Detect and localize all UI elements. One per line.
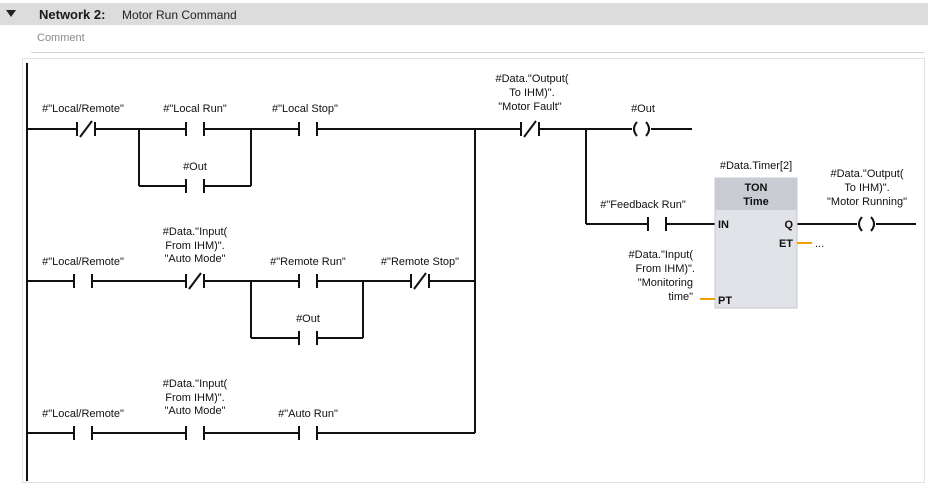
pin-q-label: Q <box>784 219 793 231</box>
label-out-seal-1: #Out <box>183 161 207 173</box>
rung-2-wires <box>27 280 475 339</box>
label-monitoring-line4: time" <box>668 291 693 303</box>
timer-block-ton[interactable]: TON Time IN Q ET PT <box>714 177 798 309</box>
network-name[interactable]: Motor Run Command <box>122 8 237 22</box>
label-remote-stop: #"Remote Stop" <box>381 256 459 268</box>
network-title: Network 2: <box>39 7 106 22</box>
label-out-seal-2: #Out <box>296 313 320 325</box>
label-auto-mode-3-line1: #Data."Input( <box>163 378 228 390</box>
contact-remote-run[interactable] <box>298 274 318 288</box>
label-motor-fault-line1: #Data."Output( <box>496 73 569 85</box>
label-local-run: #"Local Run" <box>163 103 227 115</box>
label-feedback-run: #"Feedback Run" <box>600 199 686 211</box>
label-monitoring-line1: #Data."Input( <box>629 249 694 261</box>
label-remote-run: #"Remote Run" <box>270 256 346 268</box>
label-motor-running-line2: To IHM)". <box>844 182 889 194</box>
contact-local-remote-2[interactable] <box>73 274 93 288</box>
label-monitoring-line2: From IHM)". <box>635 263 695 275</box>
contact-out-seal-2[interactable] <box>298 331 318 345</box>
label-timer-instance: #Data.Timer[2] <box>720 160 792 172</box>
contact-out-seal-1[interactable] <box>185 179 205 193</box>
label-local-remote-1: #"Local/Remote" <box>42 103 124 115</box>
comment-placeholder: Comment <box>37 32 85 44</box>
pin-in-label: IN <box>718 219 729 231</box>
coil-out[interactable] <box>633 121 650 137</box>
label-motor-fault-line2: To IHM)". <box>509 87 554 99</box>
pin-et-label: ET <box>779 238 793 250</box>
label-motor-fault-line3: "Motor Fault" <box>498 101 562 113</box>
ladder-editor-area[interactable] <box>22 58 925 483</box>
contact-nc-motor-fault[interactable] <box>520 120 540 138</box>
label-motor-running-line3: "Motor Running" <box>827 196 907 208</box>
contact-auto-mode-3[interactable] <box>185 426 205 440</box>
timer-subtype: Time <box>743 196 768 208</box>
label-auto-mode-2-line2: From IHM)". <box>165 240 225 252</box>
et-value[interactable]: ... <box>815 238 824 250</box>
timer-type: TON <box>744 182 767 194</box>
contact-nc-auto-mode-2[interactable] <box>185 272 205 290</box>
label-motor-running-line1: #Data."Output( <box>831 168 904 180</box>
label-local-remote-2: #"Local/Remote" <box>42 256 124 268</box>
label-auto-mode-3-line2: From IHM)". <box>165 392 225 404</box>
contact-local-remote-3[interactable] <box>73 426 93 440</box>
contact-local-stop[interactable] <box>298 122 318 136</box>
contact-nc-remote-stop[interactable] <box>410 272 430 290</box>
collapse-triangle-icon[interactable] <box>6 10 16 17</box>
contact-auto-run[interactable] <box>298 426 318 440</box>
pin-pt-label: PT <box>718 295 732 307</box>
label-auto-mode-3-line3: "Auto Mode" <box>164 405 225 417</box>
label-monitoring-line3: "Monitoring <box>638 277 693 289</box>
network-comment-field[interactable]: Comment <box>31 29 924 53</box>
label-local-stop: #"Local Stop" <box>272 103 338 115</box>
contact-nc-local-remote-1[interactable] <box>76 120 96 138</box>
network-header: Network 2: Motor Run Command <box>0 3 928 25</box>
label-auto-mode-2-line3: "Auto Mode" <box>164 253 225 265</box>
label-auto-mode-2-line1: #Data."Input( <box>163 226 228 238</box>
label-local-remote-3: #"Local/Remote" <box>42 408 124 420</box>
label-out-coil: #Out <box>631 103 655 115</box>
contact-feedback-run[interactable] <box>647 217 667 231</box>
label-auto-run: #"Auto Run" <box>278 408 338 420</box>
coil-motor-running[interactable] <box>858 216 875 232</box>
contact-local-run[interactable] <box>185 122 205 136</box>
